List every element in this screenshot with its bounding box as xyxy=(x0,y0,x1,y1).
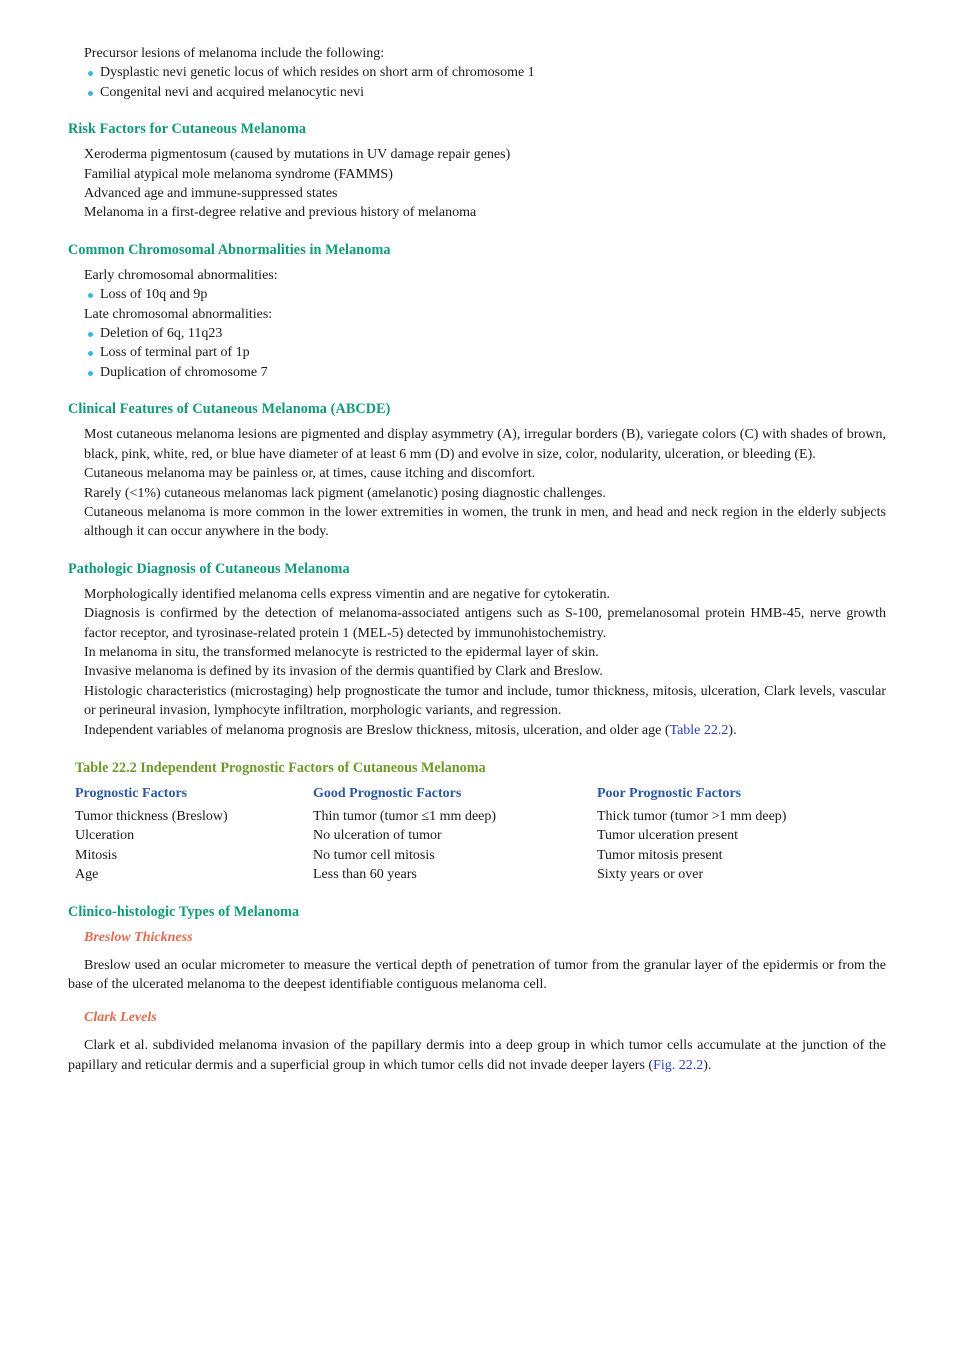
precursor-block: Precursor lesions of melanoma include th… xyxy=(68,44,886,102)
table-cell: No ulceration of tumor xyxy=(313,828,442,844)
risk-line: Melanoma in a first-degree relative and … xyxy=(84,205,477,221)
risk-line: Familial atypical mole melanoma syndrome… xyxy=(84,166,393,182)
figure-link[interactable]: Fig. 22.2 xyxy=(653,1057,704,1073)
section-heading: Clinical Features of Cutaneous Melanoma … xyxy=(68,401,391,418)
risk-section: Risk Factors for Cutaneous Melanoma Xero… xyxy=(68,119,886,223)
precursor-list: Dysplastic nevi genetic locus of which r… xyxy=(84,63,886,102)
section-heading: Risk Factors for Cutaneous Melanoma xyxy=(68,121,307,138)
table-cell: Tumor ulceration present xyxy=(597,828,739,844)
types-section: Clinico-histologic Types of Melanoma Bre… xyxy=(68,902,886,1076)
paragraph-text: Independent variables of melanoma progno… xyxy=(84,722,670,738)
early-list: Loss of 10q and 9p xyxy=(84,285,886,304)
clinical-section: Clinical Features of Cutaneous Melanoma … xyxy=(68,399,886,541)
pathologic-paragraph: Independent variables of melanoma progno… xyxy=(84,721,886,740)
pathologic-paragraph: Diagnosis is confirmed by the detection … xyxy=(84,606,886,641)
table-title: Table 22.2 Independent Prognostic Factor… xyxy=(75,759,486,776)
risk-line: Advanced age and immune-suppressed state… xyxy=(84,186,338,202)
table-grid: Prognostic Factors Good Prognostic Facto… xyxy=(75,784,886,885)
chromosomal-section: Common Chromosomal Abnormalities in Mela… xyxy=(68,240,886,382)
table-cell: Tumor thickness (Breslow) xyxy=(75,808,228,824)
breslow-paragraph: Breslow used an ocular micrometer to mea… xyxy=(68,957,886,992)
table-cell: Tumor mitosis present xyxy=(597,847,723,863)
pathologic-paragraph: Invasive melanoma is defined by its inva… xyxy=(84,664,603,680)
table-cell: Ulceration xyxy=(75,828,135,844)
paragraph-text: ). xyxy=(728,722,737,738)
late-list: Deletion of 6q, 11q23 Loss of terminal p… xyxy=(84,324,886,382)
table-cell: Thin tumor (tumor ≤1 mm deep) xyxy=(313,808,497,824)
table-link[interactable]: Table 22.2 xyxy=(669,722,729,738)
section-heading: Common Chromosomal Abnormalities in Mela… xyxy=(68,241,391,258)
list-item: Dysplastic nevi genetic locus of which r… xyxy=(84,63,886,82)
pathologic-paragraph: In melanoma in situ, the transformed mel… xyxy=(84,644,599,660)
table-header: Prognostic Factors xyxy=(75,785,188,801)
section-heading: Pathologic Diagnosis of Cutaneous Melano… xyxy=(68,560,350,577)
list-item: Duplication of chromosome 7 xyxy=(84,363,886,382)
section-heading: Clinico-histologic Types of Melanoma xyxy=(68,903,300,920)
paragraph-text: ). xyxy=(703,1057,712,1073)
table-cell: Less than 60 years xyxy=(313,867,417,883)
list-item: Loss of terminal part of 1p xyxy=(84,343,886,362)
clinical-paragraph: Most cutaneous melanoma lesions are pigm… xyxy=(84,427,886,462)
clinical-paragraph: Rarely (<1%) cutaneous melanomas lack pi… xyxy=(84,485,606,501)
document-page: Precursor lesions of melanoma include th… xyxy=(68,44,886,1075)
late-label: Late chromosomal abnormalities: xyxy=(84,306,273,322)
clinical-paragraph: Cutaneous melanoma may be painless or, a… xyxy=(84,466,536,482)
table-cell: No tumor cell mitosis xyxy=(313,847,435,863)
list-item: Loss of 10q and 9p xyxy=(84,285,886,304)
precursor-intro: Precursor lesions of melanoma include th… xyxy=(84,46,385,61)
early-label: Early chromosomal abnormalities: xyxy=(84,267,278,283)
pathologic-paragraph: Morphologically identified melanoma cell… xyxy=(84,586,610,602)
clark-paragraph: Clark et al. subdivided melanoma invasio… xyxy=(68,1036,886,1075)
pathologic-section: Pathologic Diagnosis of Cutaneous Melano… xyxy=(68,559,886,740)
paragraph-text: Clark et al. subdivided melanoma invasio… xyxy=(68,1038,886,1073)
list-item: Congenital nevi and acquired melanocytic… xyxy=(84,83,886,102)
table-cell: Age xyxy=(75,867,99,883)
table-header: Poor Prognostic Factors xyxy=(597,785,742,801)
list-item: Deletion of 6q, 11q23 xyxy=(84,324,886,343)
subsection-heading: Clark Levels xyxy=(84,1010,157,1026)
table-cell: Mitosis xyxy=(75,847,118,863)
table-cell: Thick tumor (tumor >1 mm deep) xyxy=(597,808,787,824)
risk-line: Xeroderma pigmentosum (caused by mutatio… xyxy=(84,147,511,163)
table-cell: Sixty years or over xyxy=(597,867,704,883)
subsection-heading: Breslow Thickness xyxy=(84,929,193,945)
table-header: Good Prognostic Factors xyxy=(313,785,462,801)
pathologic-paragraph: Histologic characteristics (microstaging… xyxy=(84,683,886,719)
prognostic-table: Table 22.2 Independent Prognostic Factor… xyxy=(68,758,886,885)
clinical-paragraph: Cutaneous melanoma is more common in the… xyxy=(84,504,886,540)
